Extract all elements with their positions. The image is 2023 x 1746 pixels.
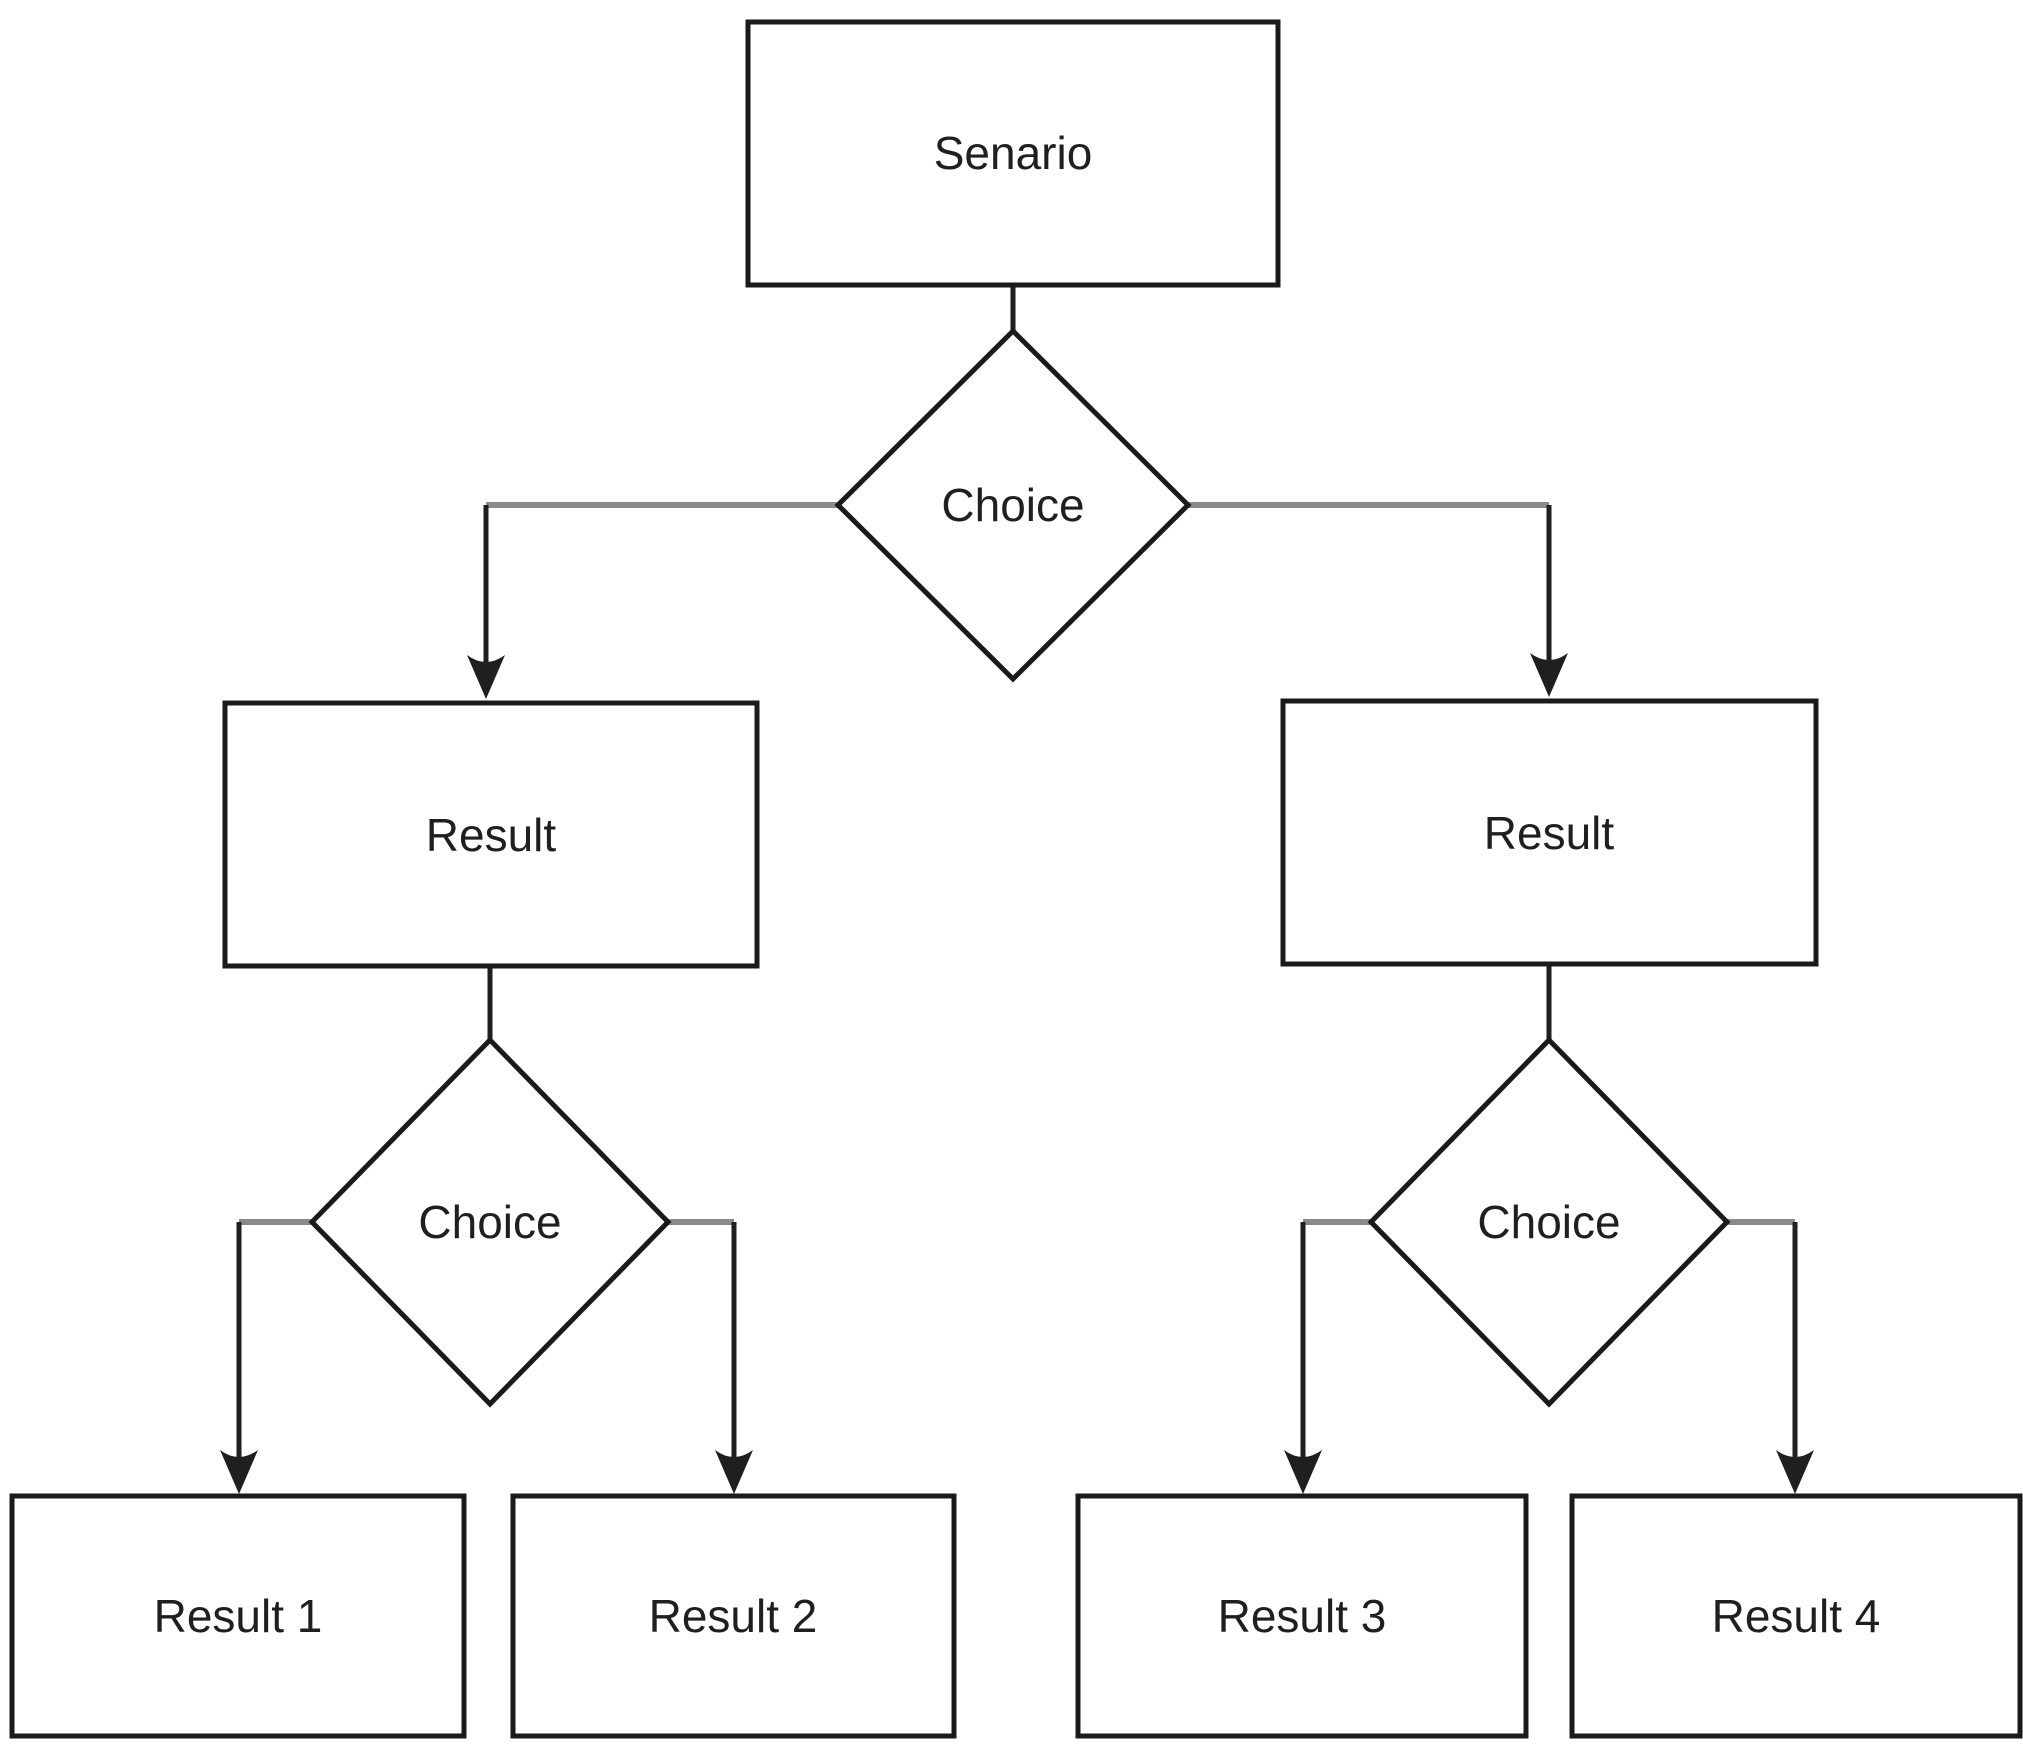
right-choice-label: Choice bbox=[1477, 1196, 1620, 1248]
edge-root-choice-to-left-result bbox=[467, 502, 841, 699]
left-result-label: Result bbox=[426, 809, 557, 861]
result-2-box bbox=[510, 1493, 957, 1739]
node-choice-right: Choice bbox=[1367, 1036, 1731, 1408]
arrowhead-result-4 bbox=[1776, 1450, 1814, 1494]
node-result-left: Result bbox=[222, 700, 760, 969]
arrowhead-result-1 bbox=[220, 1450, 258, 1494]
scenario-box bbox=[745, 19, 1281, 288]
result-1-label: Result 1 bbox=[154, 1590, 323, 1642]
right-result-box bbox=[1280, 698, 1819, 967]
node-choice-left: Choice bbox=[308, 1036, 672, 1408]
arrowhead-result-3 bbox=[1284, 1450, 1322, 1494]
result-1-box bbox=[9, 1493, 467, 1739]
node-choice-root: Choice bbox=[834, 327, 1192, 683]
edge-right-choice-to-result-4 bbox=[1724, 1219, 1814, 1494]
root-choice-diamond bbox=[834, 327, 1192, 683]
node-result-1: Result 1 bbox=[9, 1493, 467, 1739]
arrowhead-right-result bbox=[1530, 653, 1568, 697]
node-result-2: Result 2 bbox=[510, 1493, 957, 1739]
result-3-box bbox=[1075, 1493, 1529, 1739]
node-scenario: Senario bbox=[745, 19, 1281, 288]
result-2-label: Result 2 bbox=[649, 1590, 818, 1642]
node-result-3: Result 3 bbox=[1075, 1493, 1529, 1739]
root-choice-label: Choice bbox=[941, 479, 1084, 531]
arrowhead-left-result bbox=[467, 655, 505, 699]
arrowhead-result-2 bbox=[715, 1450, 753, 1494]
left-choice-diamond bbox=[308, 1036, 672, 1408]
result-4-box bbox=[1569, 1493, 2023, 1739]
left-result-box bbox=[222, 700, 760, 969]
node-result-4: Result 4 bbox=[1569, 1493, 2023, 1739]
left-choice-label: Choice bbox=[418, 1196, 561, 1248]
result-4-label: Result 4 bbox=[1712, 1590, 1881, 1642]
right-choice-diamond bbox=[1367, 1036, 1731, 1408]
node-result-right: Result bbox=[1280, 698, 1819, 967]
result-3-label: Result 3 bbox=[1218, 1590, 1387, 1642]
edge-left-choice-to-result-2 bbox=[665, 1219, 753, 1494]
scenario-label: Senario bbox=[934, 127, 1093, 179]
edge-left-choice-to-result-1 bbox=[220, 1219, 315, 1494]
edge-root-choice-to-right-result bbox=[1185, 502, 1568, 697]
right-result-label: Result bbox=[1484, 807, 1615, 859]
edge-right-choice-to-result-3 bbox=[1284, 1219, 1374, 1494]
